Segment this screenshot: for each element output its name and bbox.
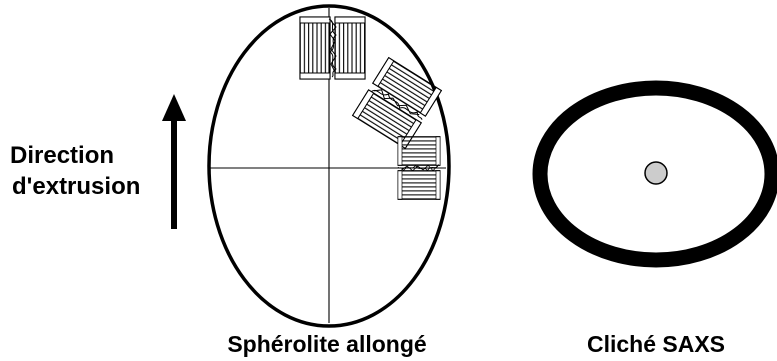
direction-label-line2: d'extrusion — [12, 173, 140, 200]
lamella-stack-icon — [398, 137, 440, 166]
direction-label-line1: Direction — [10, 142, 114, 169]
lamella-stack-icon — [335, 17, 365, 79]
saxs-caption: Cliché SAXS — [587, 331, 725, 357]
saxs-pattern — [540, 88, 772, 260]
lamella-pair-lower — [398, 137, 440, 200]
spherulite-caption: Sphérolite allongé — [227, 331, 426, 357]
direction-arrow-icon — [162, 94, 186, 229]
beamstop-dot — [645, 162, 667, 184]
lamella-stack-icon — [398, 171, 440, 200]
elongated-spherulite — [208, 6, 449, 326]
lamella-stack-icon — [300, 17, 330, 79]
